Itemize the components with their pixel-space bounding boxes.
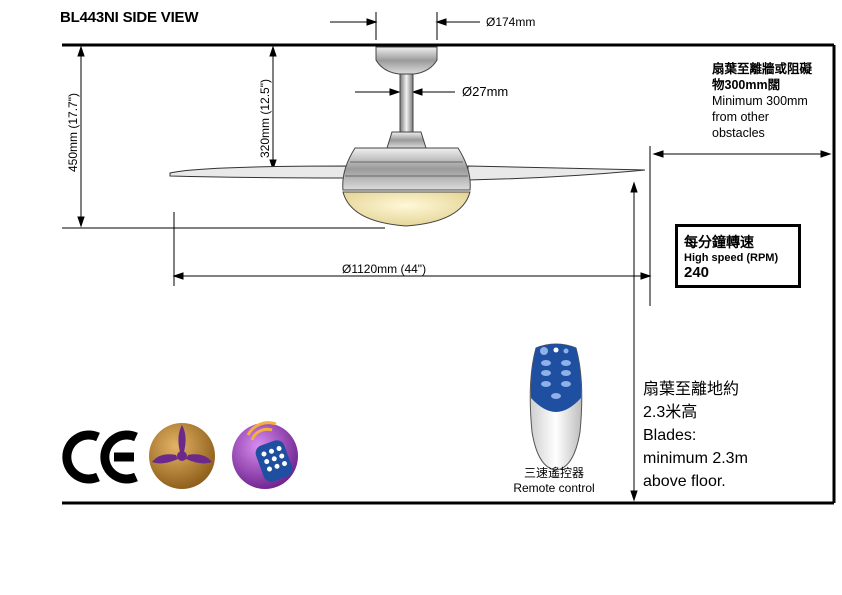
downrod: [399, 73, 414, 133]
downrod-height-label: 320mm (12.5"): [258, 79, 272, 158]
ceiling-fan-drawing: [169, 46, 646, 227]
remote-control-drawing: [529, 343, 583, 471]
floor-clearance-en-1: Blades:: [643, 427, 697, 444]
remote-caption-en: Remote control: [513, 481, 595, 495]
blade-span-label: Ø1120mm (44"): [342, 262, 427, 276]
ce-mark-icon: [62, 430, 138, 484]
downrod-dimension: [355, 88, 455, 96]
rpm-box: 每分鐘轉速 High speed (RPM) 240: [675, 224, 801, 288]
wall-clearance-dimension: [652, 150, 832, 158]
canopy-dimension: [330, 12, 480, 40]
floor-clearance-note: 扇葉至離地約 2.3米高 Blades: minimum 2.3m above …: [643, 378, 748, 493]
rpm-title-zh: 每分鐘轉速: [684, 234, 754, 250]
remote-caption-zh: 三速遙控器: [523, 466, 584, 480]
rpm-subtitle: High speed (RPM): [684, 252, 779, 264]
overall-height-dimension: [62, 45, 385, 229]
right-blade: [467, 165, 646, 181]
page-title: BL443NI SIDE VIEW: [60, 9, 199, 26]
fan-blades-icon: [149, 423, 215, 489]
floor-height-dimension: [630, 181, 638, 502]
wall-clearance-zh-2: 物300mm闊: [712, 78, 781, 92]
rpm-value: 240: [684, 264, 710, 281]
blade-span-dimension: [172, 146, 652, 306]
downrod-diameter-label: Ø27mm: [462, 84, 509, 99]
floor-clearance-zh-2: 2.3米高: [643, 404, 698, 421]
left-blade: [169, 165, 351, 179]
light-glass: [342, 191, 471, 227]
room-frame: [62, 43, 836, 505]
floor-clearance-en-3: above floor.: [643, 473, 726, 490]
motor-housing: [342, 147, 471, 191]
remote-caption: 三速遙控器 Remote control: [498, 466, 610, 496]
wall-clearance-en-2: from other: [712, 110, 769, 124]
remote-signal-icon: [232, 421, 298, 489]
overall-height-label: 450mm (17.7"): [66, 93, 80, 172]
wall-clearance-en-3: obstacles: [712, 126, 765, 140]
wall-clearance-note: 扇葉至離牆或阻礙 物300mm闊 Minimum 300mm from othe…: [712, 61, 812, 141]
wall-clearance-en-1: Minimum 300mm: [712, 94, 808, 108]
canopy-diameter-label: Ø174mm: [486, 15, 536, 29]
canopy: [375, 46, 438, 75]
downrod-height-dimension: [269, 45, 277, 171]
wall-clearance-zh-1: 扇葉至離牆或阻礙: [712, 62, 813, 76]
motor-collar: [386, 131, 427, 149]
floor-clearance-en-2: minimum 2.3m: [643, 450, 748, 467]
floor-clearance-zh-1: 扇葉至離地約: [643, 381, 740, 398]
